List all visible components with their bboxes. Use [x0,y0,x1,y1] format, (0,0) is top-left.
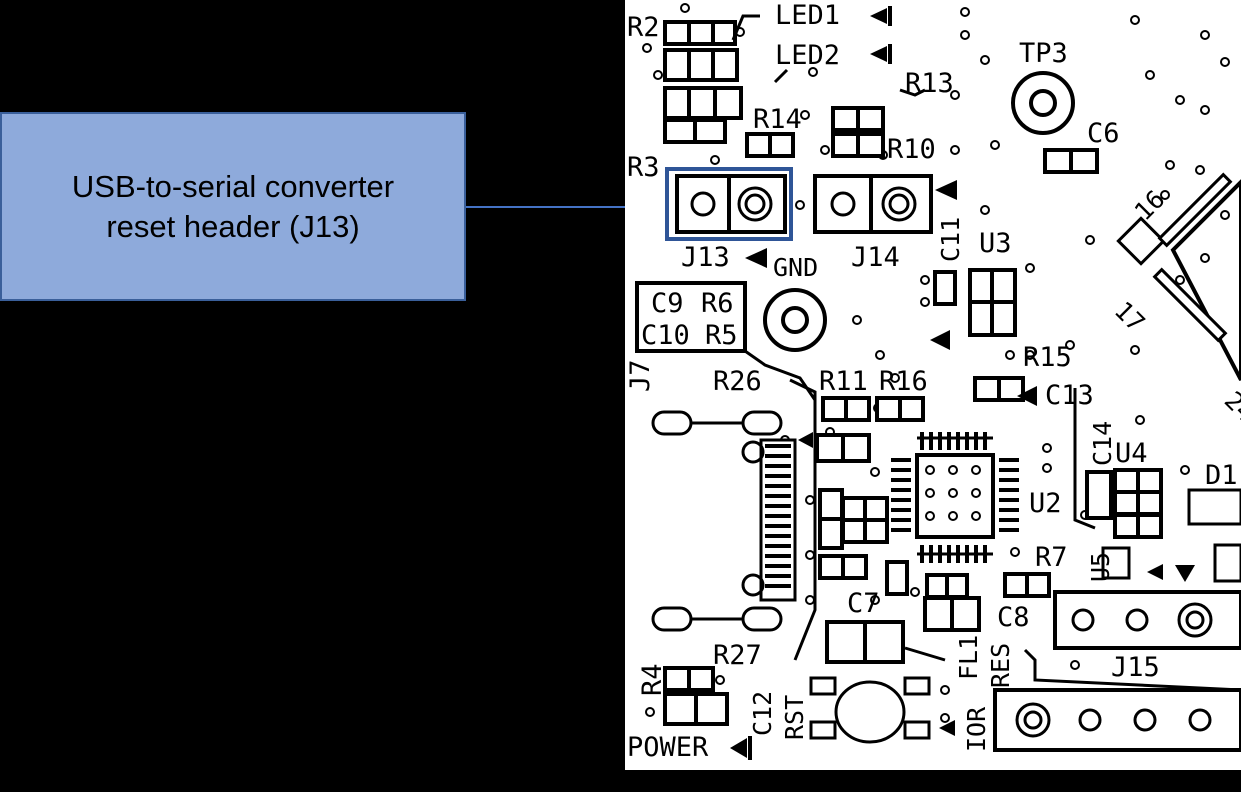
label-gnd: GND [773,253,818,282]
callout-line-2: reset header (J13) [106,208,360,244]
pcb-silkscreen: R2 LED1 LED2 TP3 R13 R14 R3 R10 C6 16 J1… [625,0,1241,770]
label-d1: D1 [1205,460,1238,491]
u2-via-grid [925,465,981,521]
bottom-header [993,688,1241,752]
test-points [763,71,1075,352]
label-ior: IOR [962,706,991,752]
c9-r6-outline [635,281,747,353]
label-r26: R26 [713,366,762,397]
label-r4: R4 [637,663,668,696]
label-c9: C9 [651,288,684,319]
label-r14: R14 [753,104,802,135]
label-c6: C6 [1087,118,1120,149]
label-r5: R5 [705,320,738,351]
callout-text: USB-to-serial converter reset header (J1… [23,167,443,247]
label-tp3: TP3 [1019,38,1068,69]
callout-box: USB-to-serial converter reset header (J1… [0,112,466,301]
label-17: 17 [1109,296,1151,338]
diode-bars [748,6,892,760]
j13-highlight-box [665,167,793,241]
header-pins [690,186,917,222]
right-chip [1101,172,1241,583]
label-r3: R3 [627,152,660,183]
label-led1: LED1 [775,0,840,31]
u2-pins [891,432,1019,563]
label-c7: C7 [847,588,880,619]
label-led2: LED2 [775,40,840,71]
label-c11: C11 [936,217,965,262]
label-u2: U2 [1029,488,1062,519]
label-fl1: FL1 [954,635,983,680]
label-r6: R6 [701,288,734,319]
label-c8: C8 [997,602,1030,633]
label-r2: R2 [627,12,660,43]
label-u4: U4 [1115,438,1148,469]
reset-button [809,676,931,744]
label-r16: R16 [879,366,928,397]
label-c12: C12 [748,691,777,736]
polarity-marks [730,8,1195,758]
label-j7: J7 [625,359,656,392]
label-r15: R15 [1023,342,1072,373]
label-r7: R7 [1035,542,1068,573]
j15-header [1053,590,1241,650]
label-24: 24 [1219,386,1241,428]
pad-dividers [687,22,1161,724]
label-c14: C14 [1088,421,1117,466]
label-r11: R11 [819,366,868,397]
label-c10: C10 [641,320,690,351]
label-res: RES [986,643,1015,688]
label-u5: U5 [1086,552,1115,582]
j13-j14-headers [675,174,933,234]
label-u3: U3 [979,228,1012,259]
label-rst: RST [780,695,809,740]
label-r10: R10 [887,134,936,165]
label-power: POWER [627,732,709,763]
usb-connector-j7 [651,410,797,632]
pcb-drawing: R2 LED1 LED2 TP3 R13 R14 R3 R10 C6 16 J1… [625,0,1241,763]
traces [731,14,1241,692]
label-r13: R13 [905,68,954,99]
label-j15: J15 [1111,652,1160,683]
label-j14: J14 [851,242,900,273]
label-c13: C13 [1045,380,1094,411]
label-r27: R27 [713,640,762,671]
label-j13: J13 [681,242,730,273]
callout-leader-line [466,206,666,208]
callout-line-1: USB-to-serial converter [71,168,395,204]
